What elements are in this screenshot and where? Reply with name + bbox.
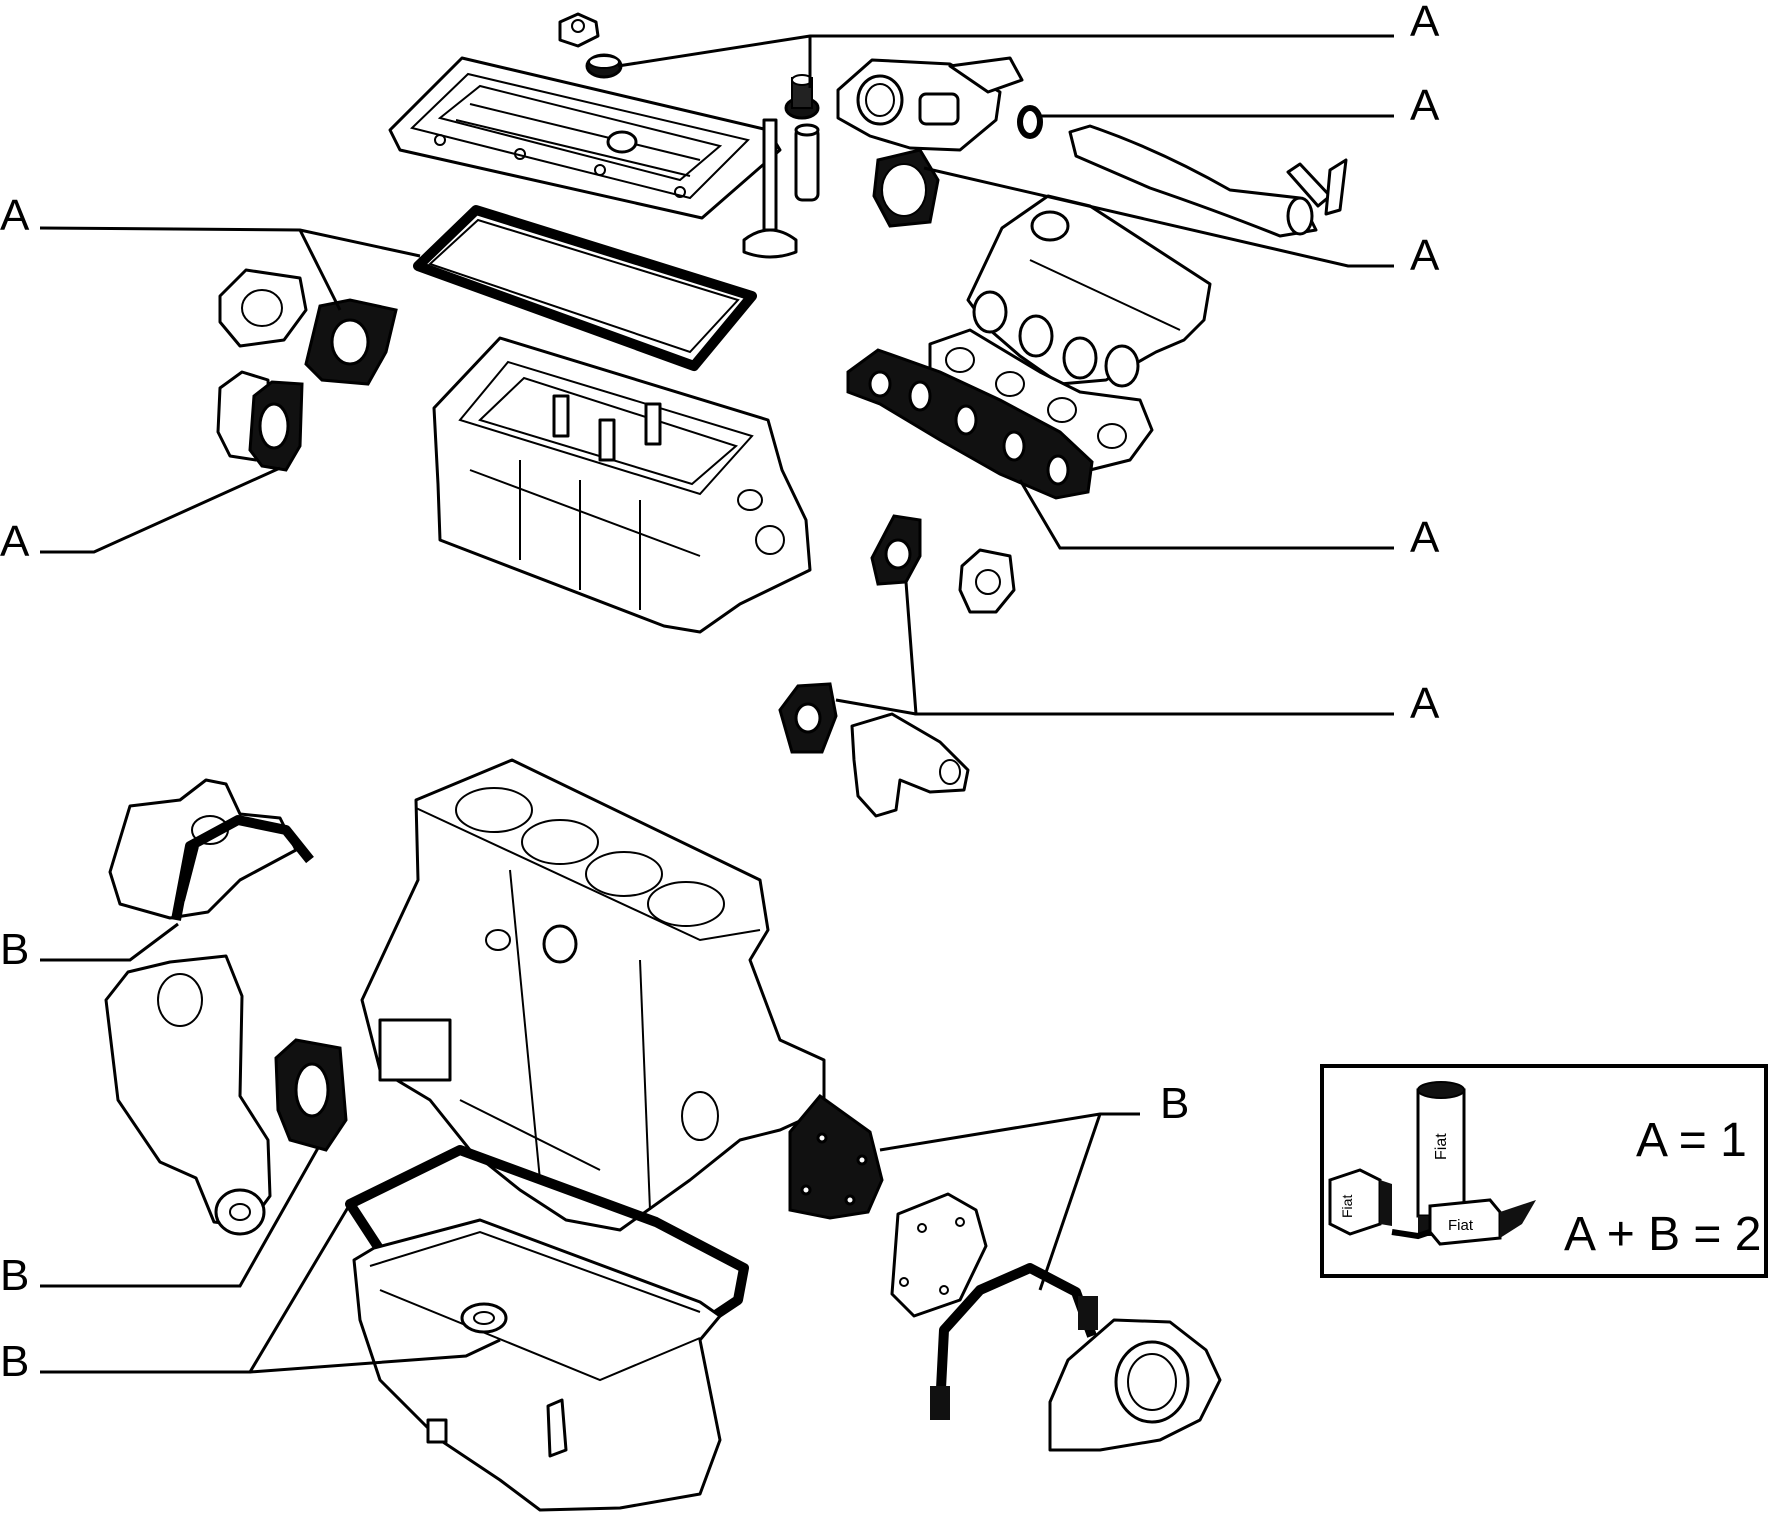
legend-box: Fiat Fiat Fiat A = 1 A + B = 2 xyxy=(1320,1064,1768,1278)
callout-b-cover: B xyxy=(0,1251,29,1300)
callout-a-top: A xyxy=(1410,0,1440,46)
valve-part xyxy=(742,118,798,259)
manifold-gasket-part xyxy=(846,348,1094,500)
flange-gasket-upper-part xyxy=(870,514,922,586)
thermostat-gasket-part xyxy=(248,380,304,472)
front-cover-part xyxy=(104,954,272,1236)
cylinder-head-part xyxy=(432,336,812,634)
coolant-elbow-part xyxy=(850,712,970,818)
box-left-brand-label: Fiat xyxy=(1339,1195,1355,1218)
oil-filler-cap-part xyxy=(558,12,600,48)
leader-lines xyxy=(39,34,1394,1374)
box-right-brand-label: Fiat xyxy=(1448,1217,1474,1234)
side-cover-plate-part xyxy=(890,1192,988,1318)
front-cover-gasket-part xyxy=(274,1038,348,1152)
cap-seal-ring-part xyxy=(585,53,623,79)
valve-stem-seal-part xyxy=(784,74,820,120)
oil-pan-part xyxy=(352,1218,722,1512)
rear-seal-housing-part xyxy=(1048,1318,1222,1452)
flange-upper-part xyxy=(958,548,1016,614)
rear-seal-gasket-part xyxy=(930,1263,1098,1420)
callout-a-flange: A xyxy=(1410,679,1440,728)
callout-b-right: B xyxy=(1160,1079,1189,1128)
tube-brand-label: Fiat xyxy=(1433,1133,1450,1160)
hose-o-ring-part xyxy=(1017,105,1043,139)
oil-pump-part xyxy=(108,778,298,920)
legend-a-equals-1: A = 1 xyxy=(1636,1114,1747,1167)
side-cover-gasket-part xyxy=(788,1093,884,1220)
legend-a-plus-b-equals-2: A + B = 2 xyxy=(1564,1208,1761,1261)
callout-b-pan: B xyxy=(0,1337,29,1386)
callout-a-oring: A xyxy=(1410,81,1440,130)
valve-cover-gasket-part xyxy=(413,205,757,371)
flange-gasket-lower-part xyxy=(778,682,838,754)
intake-manifold-part xyxy=(966,194,1212,388)
callout-a-throttle: A xyxy=(1410,231,1440,280)
callout-a-manifold: A xyxy=(1410,513,1440,562)
water-outlet-part xyxy=(218,268,308,348)
valve-cover-part xyxy=(388,56,782,220)
throttle-flange-gasket-part xyxy=(872,148,940,228)
callout-a-left-lower: A xyxy=(0,517,30,566)
callout-a-left-upper: A xyxy=(0,191,30,240)
callout-b-pump: B xyxy=(0,925,29,974)
water-outlet-gasket-part xyxy=(304,298,398,386)
coolant-hose-part xyxy=(1068,124,1348,238)
oil-pump-gasket-part xyxy=(171,815,314,921)
throttle-body-part xyxy=(836,56,1024,152)
sealant-products-icon: Fiat Fiat Fiat xyxy=(1328,1081,1536,1246)
valve-guide-part xyxy=(794,123,820,202)
engine-block-part xyxy=(360,758,826,1232)
